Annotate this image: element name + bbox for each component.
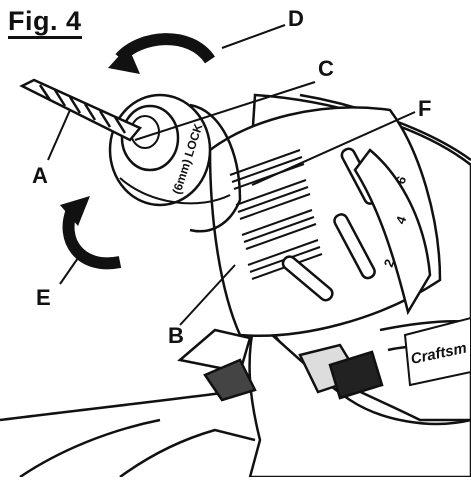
scale-mark: 2 bbox=[381, 257, 398, 269]
chuck-sleeve bbox=[208, 106, 442, 337]
callout-e: E bbox=[36, 285, 51, 310]
callout-a: A bbox=[32, 163, 48, 188]
callout-c: C bbox=[318, 56, 334, 81]
brand-plate: Craftsm bbox=[403, 316, 471, 387]
figure-title: Fig. 4 bbox=[8, 6, 82, 39]
rotation-arrow-icon bbox=[60, 196, 122, 270]
callout-f: F bbox=[418, 96, 432, 121]
lower-outline bbox=[0, 328, 257, 479]
callout-leaders bbox=[47, 24, 416, 326]
drill-bit bbox=[19, 78, 143, 142]
callout-d: D bbox=[288, 6, 304, 31]
callout-b: B bbox=[168, 323, 184, 348]
scale-mark: 6 bbox=[393, 174, 410, 186]
rotation-arrow-icon bbox=[108, 33, 215, 74]
chuck-nose: (6mm) LOCK bbox=[108, 93, 242, 233]
